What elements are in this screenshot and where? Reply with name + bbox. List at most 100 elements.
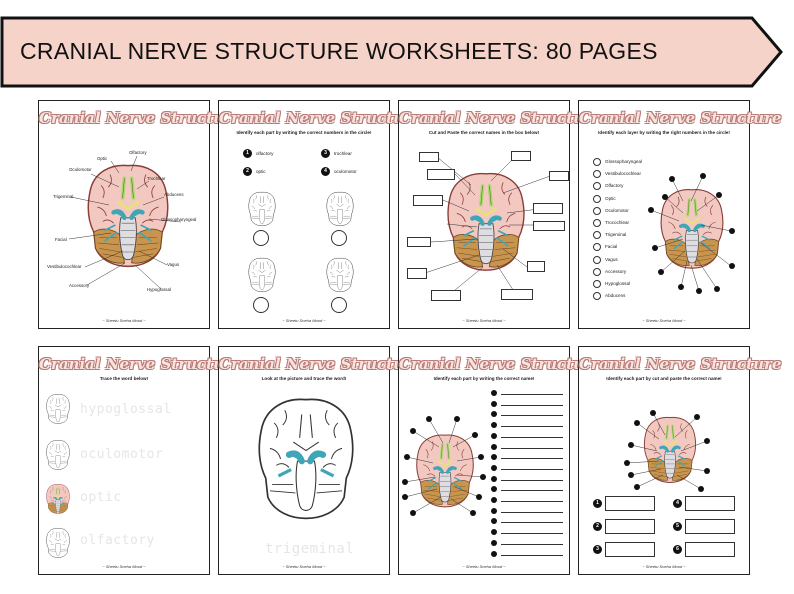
marker-dot (426, 416, 432, 422)
sheet-title: Cranial Nerve Structure (39, 355, 242, 373)
answer-line[interactable] (501, 458, 563, 460)
sheet-title: Cranial Nerve Structure (399, 109, 602, 127)
brain-thumbnail (247, 257, 277, 293)
paste-box[interactable] (685, 519, 735, 534)
paste-box[interactable] (605, 542, 655, 557)
paste-box[interactable] (501, 289, 533, 300)
answer-circle[interactable] (331, 230, 347, 246)
nerve-list-item: Glossopharyngeal (605, 159, 643, 164)
marker-dot (454, 416, 460, 422)
paste-box[interactable] (427, 169, 455, 180)
answer-line[interactable] (501, 404, 563, 406)
answer-circle[interactable] (593, 158, 601, 166)
answer-line[interactable] (501, 479, 563, 481)
answer-circle[interactable] (593, 170, 601, 179)
nerve-list-item: Olfactory (605, 183, 624, 189)
paste-box[interactable] (407, 268, 427, 279)
sheet-instruction: Identify each part by cut and paste the … (606, 376, 722, 381)
answer-circle[interactable] (593, 206, 601, 215)
marker-dot (491, 529, 497, 536)
answer-line[interactable] (501, 490, 563, 492)
answer-circle[interactable] (593, 267, 601, 276)
brain-thumbnail (45, 439, 71, 471)
paste-box[interactable] (549, 171, 569, 181)
paste-box[interactable] (419, 152, 439, 162)
sheet-footer: ~ Sheetu Sneha Mood ~ (282, 318, 326, 323)
answer-line[interactable] (501, 415, 563, 417)
nerve-list-item: Optic (605, 195, 616, 201)
sheet-title: Cranial Nerve Structure (579, 109, 782, 127)
nerve-list-item: Oculomotor (605, 207, 629, 213)
paste-box[interactable] (413, 195, 443, 206)
brain-thumbnail (45, 483, 71, 515)
worksheet-labeled-diagram: Cranial Nerve Structure Olfactory Optic … (38, 100, 241, 329)
answer-circle[interactable] (593, 255, 601, 264)
marker-dot (628, 442, 634, 448)
trace-word[interactable]: optic (80, 490, 122, 505)
answer-circle[interactable] (253, 297, 269, 313)
answer-line[interactable] (501, 511, 563, 513)
answer-line[interactable] (501, 543, 563, 545)
paste-box[interactable] (527, 261, 545, 272)
trace-word[interactable]: hypoglossal (80, 402, 172, 417)
sheet-instruction: Trace the word below! (99, 376, 149, 381)
trace-word[interactable]: olfactory (80, 533, 155, 548)
sheet-instruction: Cut and Paste the correct names in the b… (428, 130, 540, 135)
paste-box[interactable] (407, 237, 431, 247)
marker-dot (480, 474, 486, 480)
label-vagus: Vagus (167, 262, 180, 267)
worksheet-cut-and-paste: Cranial Nerve Structure Cut and Paste th… (398, 100, 602, 329)
marker-dot (714, 286, 720, 292)
number-badge: 3 (321, 149, 330, 158)
answer-line[interactable] (501, 501, 563, 502)
answer-circle[interactable] (253, 230, 269, 246)
paste-box[interactable] (605, 496, 655, 511)
answer-circle[interactable] (593, 182, 601, 191)
marker-dot (491, 422, 497, 429)
trace-word[interactable]: trigeminal (265, 541, 355, 557)
answer-circle[interactable] (593, 194, 601, 203)
answer-circle[interactable] (593, 280, 601, 288)
paste-box[interactable] (685, 542, 735, 557)
paste-box[interactable] (533, 203, 563, 214)
marker-dot (491, 507, 497, 514)
answer-line[interactable] (501, 436, 563, 438)
answer-circle[interactable] (593, 292, 601, 301)
marker-dot (491, 550, 497, 557)
leader-lines (68, 155, 182, 290)
leader-lines (650, 175, 732, 292)
trace-word[interactable]: oculomotor (80, 447, 164, 462)
number-badge: 4 (321, 167, 330, 176)
answer-circle[interactable] (593, 219, 601, 227)
marker-dot (624, 460, 630, 466)
sheet-footer: ~ Sheetu Sneha Mood ~ (282, 564, 326, 569)
number-badge: 4 (673, 499, 682, 508)
leader-lines (424, 156, 557, 296)
answer-line[interactable] (501, 554, 563, 556)
label-oculomotor: Oculomotor (69, 167, 92, 172)
answer-line[interactable] (501, 468, 563, 470)
answer-circle[interactable] (331, 297, 347, 313)
marker-dot (491, 475, 497, 482)
marker-dot (694, 414, 700, 420)
label-vestibulocochlear: Vestibulocochlear (47, 264, 82, 269)
sheet-instruction: Identify each layer by writing the right… (598, 130, 730, 135)
number-badge: 1 (593, 499, 602, 508)
answer-line[interactable] (501, 394, 563, 395)
paste-box[interactable] (533, 221, 565, 231)
marker-dot (410, 428, 416, 434)
answer-circle[interactable] (593, 231, 601, 240)
answer-line[interactable] (501, 426, 563, 428)
answer-circle[interactable] (593, 243, 601, 252)
marker-dot (698, 486, 704, 492)
paste-box[interactable] (605, 519, 655, 534)
paste-box[interactable] (511, 151, 531, 161)
answer-line[interactable] (501, 522, 563, 524)
paste-box[interactable] (685, 496, 735, 511)
answer-line[interactable] (501, 447, 563, 449)
answer-line[interactable] (501, 533, 563, 535)
paste-box[interactable] (431, 290, 461, 301)
worksheet-number-circles: Cranial Nerve Structure Identify each pa… (218, 100, 421, 329)
label-facial: Facial (55, 237, 67, 242)
brain-thumbnail (325, 191, 355, 227)
